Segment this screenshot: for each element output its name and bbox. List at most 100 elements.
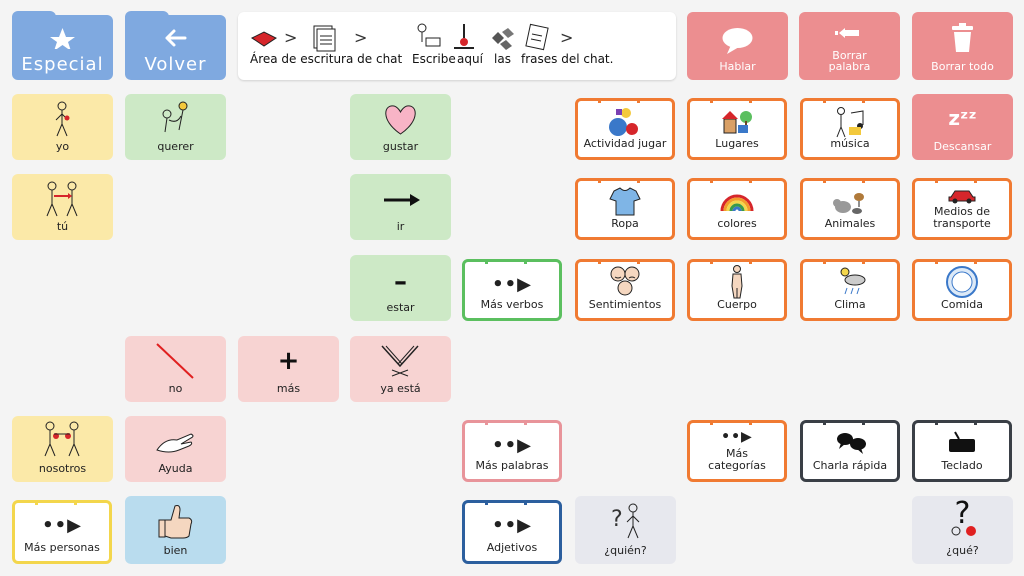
sentimientos-folder[interactable]: Sentimientos xyxy=(575,259,675,321)
mas-verbos-label: Más verbos xyxy=(480,298,544,311)
ayuda-cell[interactable]: Ayuda xyxy=(125,416,226,482)
mas-cell[interactable]: + más xyxy=(238,336,339,402)
no-slash-icon xyxy=(156,343,194,379)
mas-personas-label: Más personas xyxy=(24,541,100,554)
faces-icon xyxy=(610,266,640,296)
chat-word-5: frases del chat. xyxy=(521,52,614,66)
estar-cell[interactable]: – estar xyxy=(350,255,451,321)
colores-folder[interactable]: colores xyxy=(687,178,787,240)
star-icon xyxy=(50,28,75,49)
borrar-todo-button[interactable]: Borrar todo xyxy=(912,12,1013,80)
mas-categorias-label: Más categorías xyxy=(708,447,766,472)
back-arrow-icon xyxy=(165,29,187,47)
plus-icon: + xyxy=(277,346,300,376)
animals-icon xyxy=(833,193,864,214)
gustar-cell[interactable]: gustar xyxy=(350,94,451,160)
especial-button[interactable]: Especial xyxy=(12,11,113,80)
charla-rapida-label: Charla rápida xyxy=(812,459,888,472)
sleep-icon: zᶻᶻ xyxy=(948,106,977,130)
car-icon xyxy=(948,190,976,204)
charla-rapida-folder[interactable]: Charla rápida xyxy=(800,420,900,482)
musica-folder[interactable]: música xyxy=(800,98,900,160)
animales-folder[interactable]: Animales xyxy=(800,178,900,240)
lugares-label: Lugares xyxy=(715,137,759,150)
tu-label: tú xyxy=(56,220,69,233)
chat-separator: > xyxy=(284,28,298,47)
chat-separator: > xyxy=(560,28,574,47)
ropa-label: Ropa xyxy=(611,217,639,230)
places-icon xyxy=(722,111,752,134)
especial-label: Especial xyxy=(21,54,104,75)
mas-verbos-folder[interactable]: ••▶ Más verbos xyxy=(462,259,562,321)
ya-esta-label: ya está xyxy=(380,382,421,395)
go-arrow-icon xyxy=(384,194,420,206)
sentimientos-label: Sentimientos xyxy=(588,298,662,311)
adjetivos-folder[interactable]: ••▶ Adjetivos xyxy=(462,500,562,564)
bien-label: bien xyxy=(163,544,188,557)
cuerpo-folder[interactable]: Cuerpo xyxy=(687,259,787,321)
quien-cell[interactable]: ? ¿quién? xyxy=(575,496,676,564)
heart-icon xyxy=(385,105,416,135)
adjetivos-label: Adjetivos xyxy=(486,541,538,554)
ya-esta-cell[interactable]: ya está xyxy=(350,336,451,402)
minus-icon: – xyxy=(394,267,407,297)
borrar-todo-label: Borrar todo xyxy=(931,60,994,73)
ayuda-label: Ayuda xyxy=(158,462,193,475)
who-person-icon: ? xyxy=(611,503,640,539)
person-me-icon xyxy=(55,101,70,137)
what-dots-icon xyxy=(951,526,976,536)
mas-palabras-label: Más palabras xyxy=(475,459,549,472)
rainbow-icon xyxy=(720,194,754,212)
chat-word-2: Escribe xyxy=(412,52,456,66)
chat-writing-area[interactable]: > > > Área de escritura de chat Escribe … xyxy=(238,12,676,80)
medios-transporte-folder[interactable]: Medios de transporte xyxy=(912,178,1012,240)
toys-icon xyxy=(609,108,638,136)
comida-folder[interactable]: Comida xyxy=(912,259,1012,321)
volver-button[interactable]: Volver xyxy=(125,11,226,80)
trash-icon xyxy=(952,23,973,52)
teclado-folder[interactable]: Teclado xyxy=(912,420,1012,482)
cuerpo-label: Cuerpo xyxy=(717,298,757,311)
weather-icon xyxy=(840,267,866,295)
comida-label: Comida xyxy=(941,298,983,311)
actividad-jugar-folder[interactable]: Actividad jugar xyxy=(575,98,675,160)
descansar-cell[interactable]: zᶻᶻ Descansar xyxy=(912,94,1013,160)
mas-label: más xyxy=(276,382,301,395)
mas-personas-folder[interactable]: ••▶ Más personas xyxy=(12,500,112,564)
mas-palabras-folder[interactable]: ••▶ Más palabras xyxy=(462,420,562,482)
animales-label: Animales xyxy=(824,217,876,230)
nosotros-cell[interactable]: nosotros xyxy=(12,416,113,482)
borrar-palabra-button[interactable]: Borrar palabra xyxy=(799,12,900,80)
person-you-icon xyxy=(46,181,78,217)
volver-label: Volver xyxy=(144,54,207,75)
shirt-icon xyxy=(609,187,641,216)
bien-cell[interactable]: bien xyxy=(125,496,226,564)
que-label: ¿qué? xyxy=(946,544,979,557)
querer-cell[interactable]: querer xyxy=(125,94,226,160)
book-icon xyxy=(251,31,277,47)
more-icon: ••▶ xyxy=(492,435,532,456)
speech-bubble-icon xyxy=(722,28,753,54)
ir-cell[interactable]: ir xyxy=(350,174,451,240)
clima-folder[interactable]: Clima xyxy=(800,259,900,321)
chat-word-3: aquí xyxy=(457,52,483,66)
lugares-folder[interactable]: Lugares xyxy=(687,98,787,160)
nosotros-label: nosotros xyxy=(38,462,87,475)
tu-cell[interactable]: tú xyxy=(12,174,113,240)
hablar-button[interactable]: Hablar xyxy=(687,12,788,80)
want-icon xyxy=(162,101,188,133)
backspace-icon xyxy=(835,28,859,38)
mas-categorias-folder[interactable]: ••▶ Más categorías xyxy=(687,420,787,482)
yo-label: yo xyxy=(55,140,70,153)
ropa-folder[interactable]: Ropa xyxy=(575,178,675,240)
gustar-label: gustar xyxy=(382,140,419,153)
plate-icon xyxy=(946,266,978,298)
yo-cell[interactable]: yo xyxy=(12,94,113,160)
ir-label: ir xyxy=(396,220,405,233)
no-cell[interactable]: no xyxy=(125,336,226,402)
hablar-label: Hablar xyxy=(719,60,756,73)
chat-bubbles-icon xyxy=(837,433,866,454)
thumbs-up-icon xyxy=(158,505,193,539)
text-document-icon xyxy=(313,25,336,52)
que-cell[interactable]: ? ¿qué? xyxy=(912,496,1013,564)
